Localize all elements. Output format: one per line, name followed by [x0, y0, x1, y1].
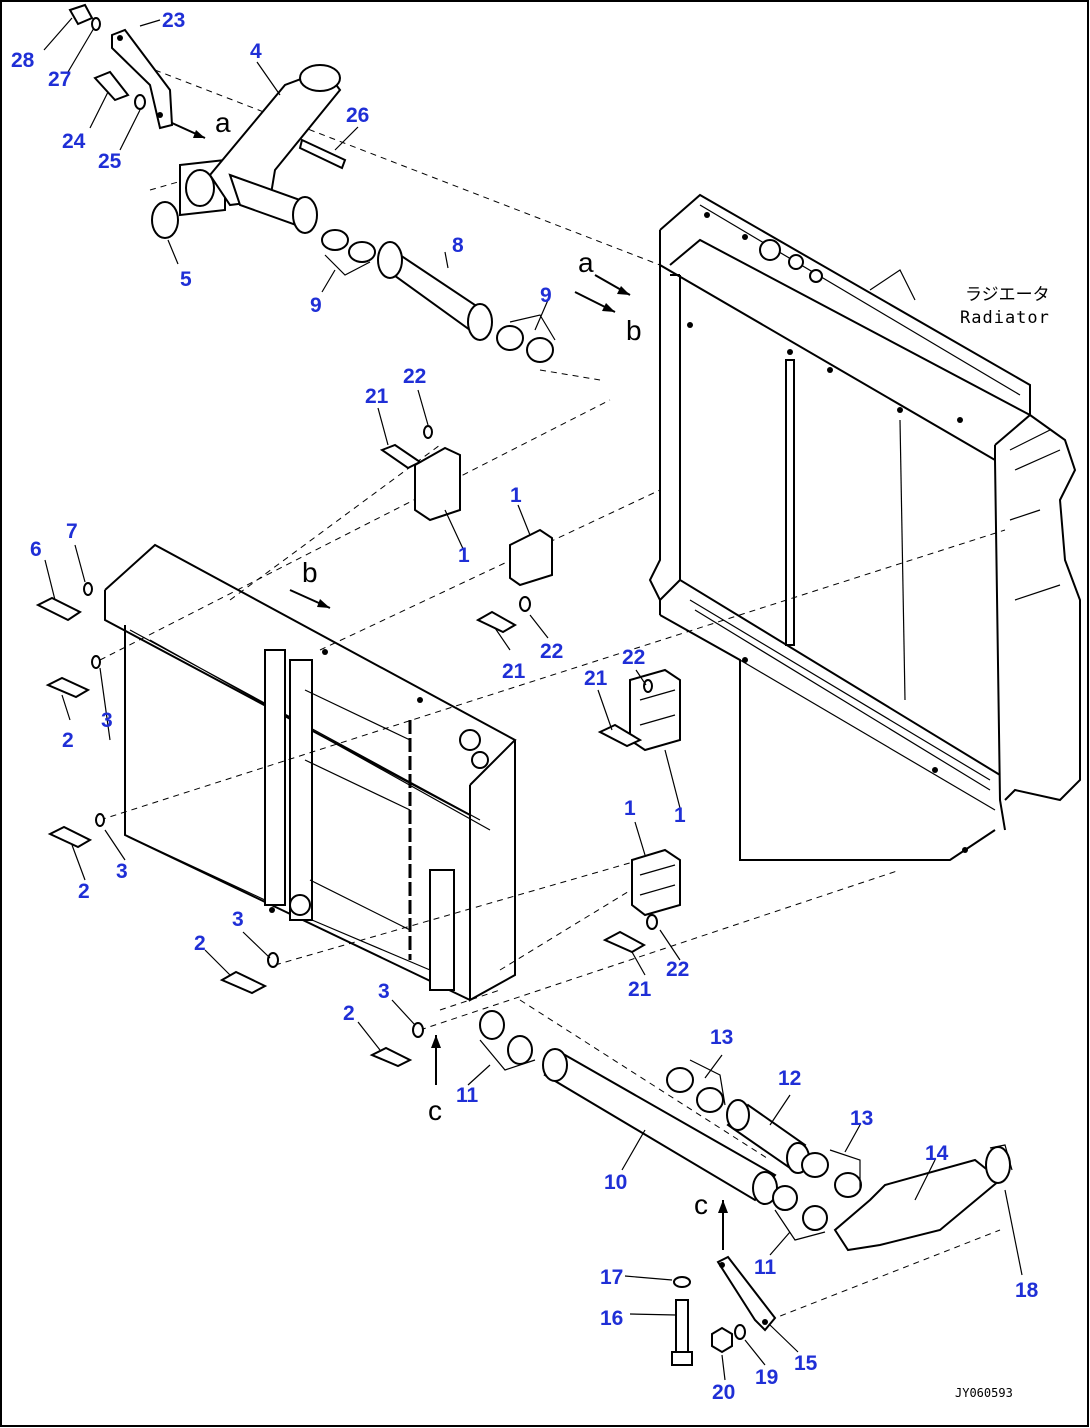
radiator-label-jp: ラジエータ [965, 285, 1050, 305]
callout-22b: 22 [540, 640, 563, 663]
radiator-label-en: Radiator [960, 308, 1050, 328]
callout-2d: 2 [343, 1002, 355, 1025]
plate-26 [298, 138, 347, 170]
view-letter-a-2: a [578, 247, 594, 278]
callout-21d: 21 [628, 978, 652, 1001]
view-letter-c-1: c [428, 1095, 442, 1126]
callout-1b: 1 [510, 484, 522, 507]
frame-upright-left [264, 649, 286, 906]
bolt-24 [93, 70, 130, 102]
callout-1d: 1 [624, 797, 636, 820]
nut-20 [711, 1326, 733, 1354]
callout-3d: 3 [378, 980, 390, 1003]
callout-2b: 2 [78, 880, 90, 903]
view-letter-b-1: b [302, 557, 318, 588]
callout-2a: 2 [62, 729, 74, 752]
callout-8: 8 [452, 234, 464, 257]
washer-19 [734, 1324, 746, 1340]
callout-numbers: 28 27 23 4 24 25 26 5 8 9 9 21 22 1 1 21… [11, 9, 1039, 1404]
callout-21a: 21 [365, 385, 389, 408]
washer-27 [91, 17, 101, 31]
callout-20: 20 [712, 1381, 735, 1404]
leader-lines [43, 17, 1023, 1381]
callout-27: 27 [48, 68, 71, 91]
frame-bracket [429, 869, 455, 991]
callout-25: 25 [98, 150, 122, 173]
callout-28: 28 [11, 49, 35, 72]
callout-23: 23 [162, 9, 185, 32]
callout-14: 14 [925, 1142, 949, 1165]
callout-3a: 3 [101, 709, 113, 732]
callout-16: 16 [600, 1307, 623, 1330]
callout-6: 6 [30, 538, 42, 561]
bolt-16 [675, 1299, 689, 1356]
callout-22a: 22 [403, 365, 426, 388]
gasket-5 [151, 201, 179, 239]
callout-3c: 3 [232, 908, 244, 931]
bolt-28 [68, 3, 94, 26]
callout-19: 19 [755, 1366, 778, 1389]
callout-1c: 1 [674, 804, 686, 827]
view-letter-b-2: b [626, 315, 642, 346]
callout-18: 18 [1015, 1279, 1039, 1302]
callout-4: 4 [250, 40, 262, 63]
callout-21c: 21 [584, 667, 608, 690]
callout-9a: 9 [310, 294, 322, 317]
pipe-4 [208, 68, 342, 207]
callout-3b: 3 [116, 860, 128, 883]
bracket-23 [111, 28, 174, 130]
callout-13b: 13 [850, 1107, 873, 1130]
hose-8-clamps-9 [321, 229, 556, 363]
callout-10: 10 [604, 1171, 627, 1194]
bracket-15 [716, 1255, 777, 1332]
view-letters: a a b b c c [215, 107, 708, 1220]
upper-pipe-group [68, 3, 347, 239]
callout-5: 5 [180, 268, 192, 291]
callout-22d: 22 [666, 958, 689, 981]
pipe-14 [833, 1158, 1002, 1252]
callout-11a: 11 [456, 1084, 479, 1107]
callout-21b: 21 [502, 660, 526, 683]
callout-13a: 13 [710, 1026, 733, 1049]
callout-2c: 2 [194, 932, 206, 955]
nut-25 [134, 94, 146, 110]
bolts-washers [35, 425, 658, 1068]
view-arrows [171, 122, 728, 1250]
callout-9b: 9 [540, 284, 552, 307]
lower-pipe-group [479, 1010, 1013, 1366]
frame-upright-mid [289, 659, 313, 921]
callout-24: 24 [62, 130, 86, 153]
assembly-lines [99, 69, 1006, 1321]
callout-15: 15 [794, 1352, 818, 1375]
radiator-assembly: ラジエータ Radiator [648, 193, 1081, 861]
callout-11b: 11 [754, 1256, 777, 1279]
callout-12: 12 [778, 1067, 801, 1090]
callout-22c: 22 [622, 646, 645, 669]
callout-17: 17 [600, 1266, 623, 1289]
radiator-core-divider [785, 359, 795, 646]
view-letter-c-2: c [694, 1189, 708, 1220]
callout-7: 7 [66, 520, 78, 543]
brackets-1 [414, 446, 681, 917]
drawing-code: JY060593 [955, 1386, 1013, 1400]
callout-1a: 1 [458, 544, 470, 567]
washer-17 [673, 1276, 691, 1288]
callout-26: 26 [346, 104, 369, 127]
view-letter-a-1: a [215, 107, 231, 138]
frame-assembly [104, 543, 517, 1002]
